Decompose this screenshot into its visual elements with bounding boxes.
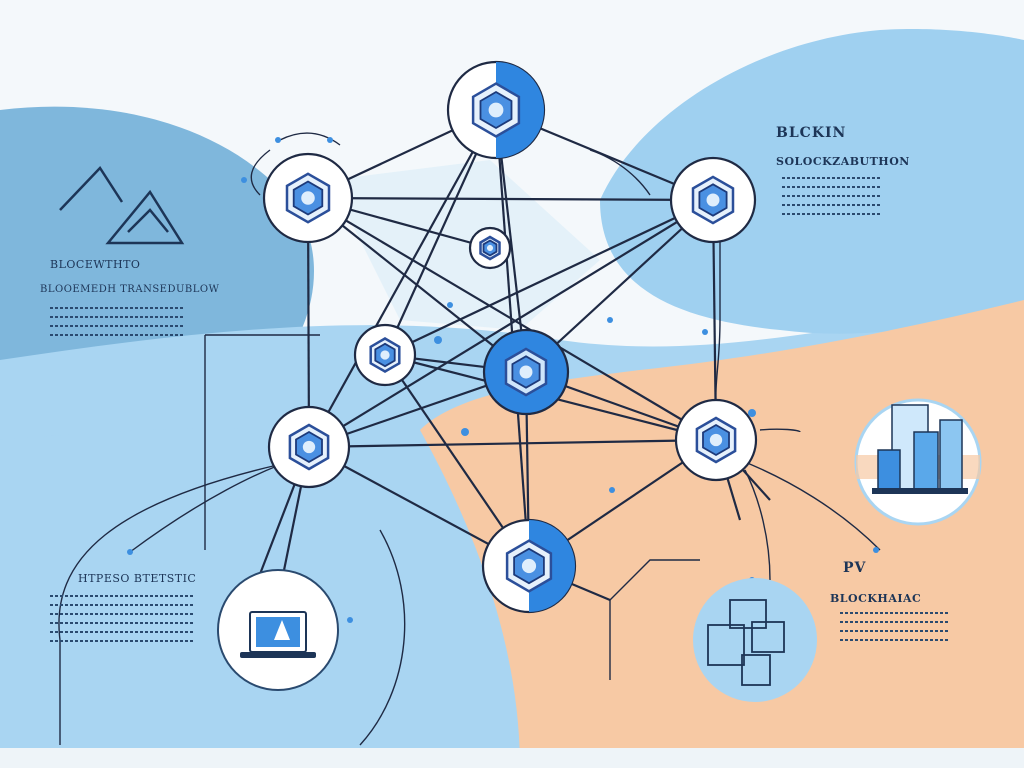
node-left-lower bbox=[267, 405, 351, 489]
top-right-title: BLCKIN bbox=[776, 125, 847, 141]
node-left-upper bbox=[262, 152, 354, 244]
top-right-subtitle: SOLOCKZABUTHON bbox=[776, 155, 910, 168]
node-mid-left bbox=[353, 323, 417, 387]
shield-chain-icon bbox=[471, 82, 521, 138]
shield-chain-icon bbox=[288, 423, 330, 471]
left-top-title: BLOCEWTHTO bbox=[50, 258, 141, 271]
bottom-left-text-lines bbox=[50, 588, 195, 649]
node-center bbox=[482, 328, 570, 416]
shield-chain-icon bbox=[504, 347, 548, 397]
bottom-right-title: BLOCKHAIAC bbox=[830, 592, 922, 605]
shield-chain-icon bbox=[695, 416, 737, 464]
shield-chain-icon bbox=[479, 235, 501, 261]
node-top bbox=[446, 60, 546, 160]
shield-chain-icon bbox=[369, 337, 401, 373]
edge-left-upper-right-lower bbox=[307, 197, 717, 441]
node-right-lower bbox=[674, 398, 758, 482]
shield-chain-icon bbox=[505, 539, 553, 593]
edge-left-lower-right-lower bbox=[308, 438, 717, 449]
city-buildings-icon bbox=[854, 398, 982, 526]
edge-left-upper-right-upper bbox=[307, 196, 714, 202]
left-top-text-lines bbox=[50, 300, 185, 343]
bottom-strip bbox=[0, 748, 1024, 768]
node-small-center bbox=[468, 226, 512, 270]
laptop-icon bbox=[217, 569, 339, 691]
edge-right-upper-mid-left bbox=[384, 199, 714, 356]
edge-top-left-lower bbox=[308, 109, 497, 448]
top-right-text-lines bbox=[782, 170, 882, 222]
bottom-right-text-lines bbox=[840, 605, 950, 648]
shield-chain-icon bbox=[285, 172, 331, 224]
left-top-subtitle: BLOOEMEDH TRANSEDUBLOW bbox=[40, 284, 220, 295]
node-bottom bbox=[481, 518, 577, 614]
peach-region bbox=[420, 300, 1024, 768]
shield-chain-icon bbox=[691, 175, 735, 225]
right-top-blue-blob bbox=[600, 28, 1024, 334]
node-right-upper bbox=[669, 156, 757, 244]
flowchart-icon bbox=[693, 578, 817, 702]
edge-left-upper-center bbox=[307, 197, 527, 373]
network-nodes bbox=[262, 60, 758, 614]
right-mid-mark: PV bbox=[843, 560, 867, 576]
bottom-left-title: HTPESO BTETSTIC bbox=[78, 572, 197, 585]
triangle-warning-icon bbox=[59, 165, 185, 245]
